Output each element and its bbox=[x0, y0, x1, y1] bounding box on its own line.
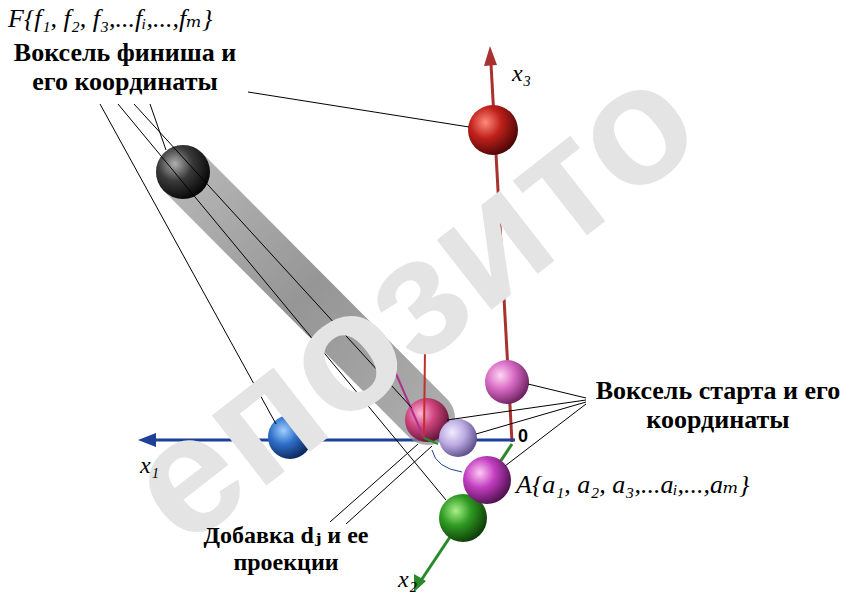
finish-voxel-caption: Воксель финиша и его координаты bbox=[4, 38, 246, 96]
start-x3-voxel bbox=[485, 360, 529, 404]
axis-label: x₁ bbox=[140, 452, 159, 479]
start-voxel-caption: Воксель старта и его координаты bbox=[590, 376, 846, 434]
increment-caption: Добавка dⱼ и ее проекции bbox=[200, 522, 372, 576]
start-x2-voxel bbox=[463, 456, 511, 504]
axis-label: x₃ bbox=[512, 60, 531, 87]
finish-voxel bbox=[156, 145, 210, 199]
axis-label: x₂ bbox=[398, 566, 417, 593]
start-x1-voxel bbox=[439, 419, 477, 457]
start-coordinates-formula: A{a₁, a₂, a₃,...aᵢ,...,aₘ} bbox=[516, 470, 749, 499]
axis-x2 bbox=[414, 444, 512, 592]
origin-label: 0 bbox=[518, 426, 528, 446]
finish-coordinates-formula: F{f₁, f₂, f₃,...fᵢ,...,fₘ} bbox=[8, 4, 212, 33]
